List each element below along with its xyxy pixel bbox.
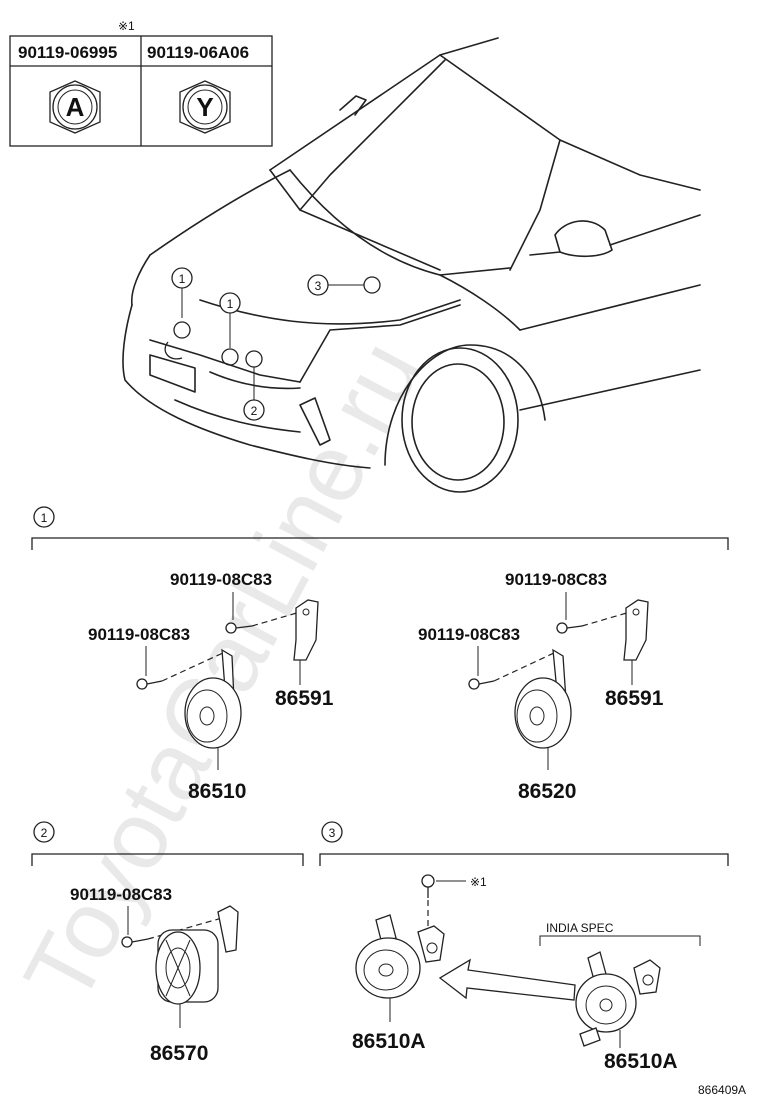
g1r-bolt-upper-label: 90119-08C83: [505, 570, 607, 589]
india-spec-bracket: [539, 935, 701, 946]
india-spec-label: INDIA SPEC: [546, 921, 614, 935]
group2-marker-num: 2: [41, 826, 48, 840]
group3-marker-num: 3: [329, 826, 336, 840]
car-front-illustration: [122, 37, 701, 493]
g3-bolt-icon: [421, 874, 466, 930]
g3-horn-icon: [355, 914, 445, 1022]
g3-note-mark: ※1: [470, 875, 487, 889]
g1r-horn-icon: [514, 648, 572, 770]
g3-horn-label: 86510A: [352, 1030, 426, 1053]
group3-bracket: [319, 853, 729, 866]
diagram-id: 866409A: [698, 1083, 746, 1097]
group3-marker: [321, 821, 343, 843]
car-callout-3: [307, 274, 381, 296]
nut-a-icon: [49, 80, 101, 134]
nut-letter-a: A: [66, 92, 85, 122]
group1-marker-num: 1: [41, 511, 48, 525]
arrow-left-icon: [438, 958, 576, 1001]
car-callout-1a-num: 1: [179, 272, 186, 286]
g1r-bolt-upper-icon: [556, 592, 631, 634]
g1r-bolt-lower-label: 90119-08C83: [418, 625, 520, 644]
nut-letter-y: Y: [196, 92, 213, 122]
car-callout-1a: [164, 267, 193, 360]
g3-india-horn-icon: [575, 951, 661, 1048]
car-callout-1b-num: 1: [227, 297, 234, 311]
g1l-horn-icon: [184, 648, 242, 770]
group2-bracket: [31, 853, 304, 866]
nut-table: 90119-06995 90119-06A06 A Y: [9, 35, 273, 147]
g1l-bolt-lower-label: 90119-08C83: [88, 625, 190, 644]
nut-code-y: 90119-06A06: [147, 43, 249, 62]
g1r-bolt-lower-icon: [468, 646, 557, 690]
group1-bracket: [31, 537, 729, 550]
g1l-bolt-upper-label: 90119-08C83: [170, 570, 272, 589]
g1r-horn-label: 86520: [518, 780, 576, 803]
g2-horn-icon: [155, 905, 239, 1028]
g1l-bolt-lower-icon: [136, 646, 226, 690]
g1l-bracket-icon: [293, 599, 319, 685]
car-callout-2-num: 2: [251, 404, 258, 418]
g2-horn-label: 86570: [150, 1042, 208, 1065]
group1-marker: [33, 506, 55, 528]
g1l-bolt-upper-icon: [225, 592, 301, 634]
car-callout-2: [243, 350, 265, 421]
g1r-bracket-icon: [623, 599, 649, 685]
car-callout-1b: [219, 292, 241, 366]
nut-code-a: 90119-06995: [18, 43, 117, 62]
g1l-horn-label: 86510: [188, 780, 246, 803]
group2-marker: [33, 821, 55, 843]
nut-y-icon: [179, 80, 231, 134]
g3-india-horn-label: 86510A: [604, 1050, 678, 1073]
g2-bolt-label: 90119-08C83: [70, 885, 172, 904]
g1r-bracket-label: 86591: [605, 687, 664, 710]
table-note-mark: ※1: [118, 19, 135, 33]
g1l-bracket-label: 86591: [275, 687, 334, 710]
car-callout-3-num: 3: [315, 279, 322, 293]
